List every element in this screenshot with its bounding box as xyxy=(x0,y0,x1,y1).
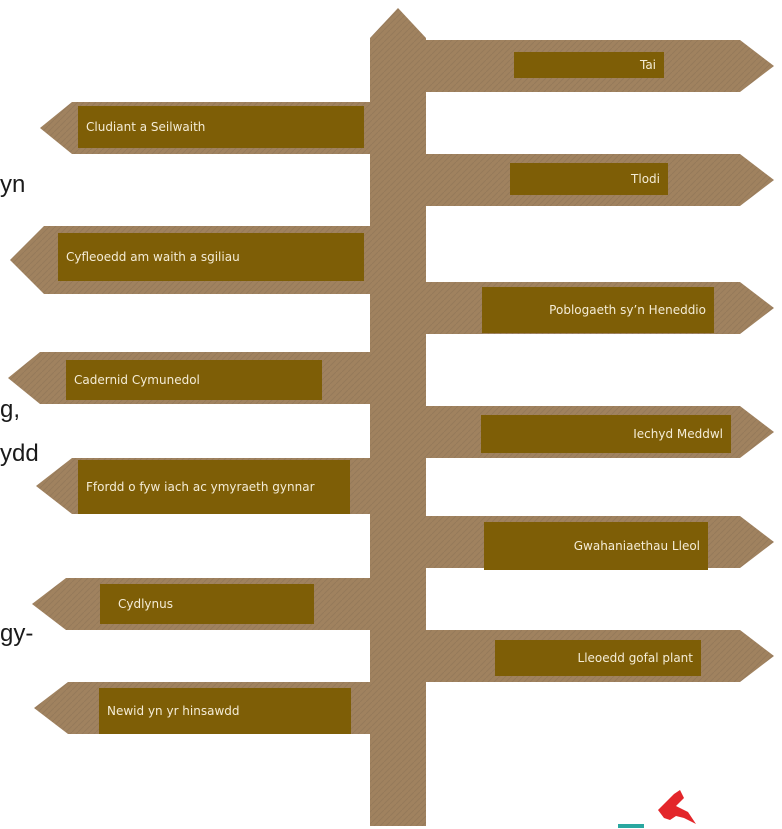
red-kite-icon xyxy=(618,790,696,828)
sign-label-newid-hinsawdd: Newid yn yr hinsawdd xyxy=(99,688,351,734)
background-text-fragment-3: ydd xyxy=(0,440,39,467)
background-text-fragment-2: g, xyxy=(0,396,21,423)
sign-label-tlodi: Tlodi xyxy=(510,163,668,195)
sign-label-gwahaniaethau: Gwahaniaethau Lleol xyxy=(484,522,708,570)
signpost-pole xyxy=(370,8,426,826)
sign-label-cyfleoedd: Cyfleoedd am waith a sgiliau xyxy=(58,233,364,281)
sign-label-poblogaeth: Poblogaeth sy’n Heneddio xyxy=(482,287,714,333)
sign-label-tai: Tai xyxy=(514,52,664,78)
sign-label-iechyd-meddwl: Iechyd Meddwl xyxy=(481,415,731,453)
sign-label-gofal-plant: Lleoedd gofal plant xyxy=(495,640,701,676)
background-text-fragment-4: gy- xyxy=(0,620,34,647)
sign-label-cludiant: Cludiant a Seilwaith xyxy=(78,106,364,148)
sign-label-ffordd-o-fyw: Ffordd o fyw iach ac ymyraeth gynnar xyxy=(78,460,350,514)
sign-label-cadernid: Cadernid Cymunedol xyxy=(66,360,322,400)
sign-label-cydlynus: Cydlynus xyxy=(100,584,314,624)
background-text-fragment-1: yn xyxy=(0,171,26,198)
